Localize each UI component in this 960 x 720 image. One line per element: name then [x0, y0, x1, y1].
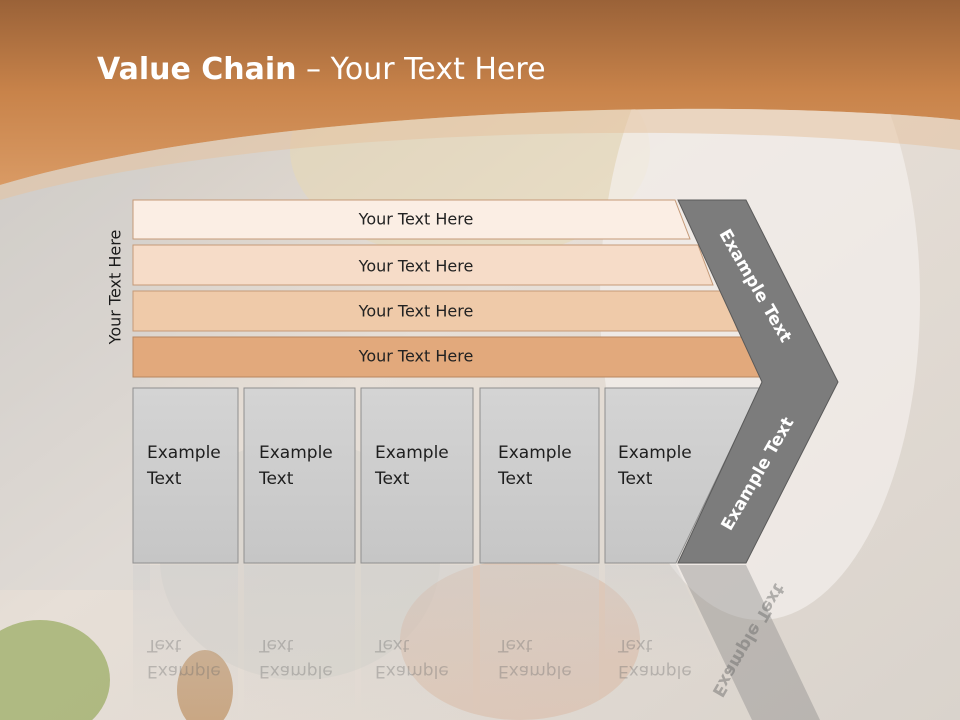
box-label-3-line1: Example — [375, 443, 449, 463]
page-title: Value Chain – Your Text Here — [97, 52, 546, 87]
box-1 — [132, 387, 239, 564]
box-3 — [360, 387, 474, 564]
box-4-reflection — [480, 565, 599, 720]
box-label-1-line1: Example — [147, 443, 221, 463]
bar-label-3: Your Text Here — [358, 301, 474, 321]
box-1-reflection — [133, 565, 238, 720]
box-5-reflection — [605, 565, 720, 660]
box-label-5-line2: Text — [618, 469, 653, 489]
bar-label-1: Your Text Here — [358, 209, 474, 229]
bar-label-2: Your Text Here — [358, 256, 474, 276]
bar-1 — [132, 199, 691, 240]
box-label-1-line2: Text — [147, 469, 182, 489]
box-label-4-line2: Text — [498, 469, 533, 489]
side-label: Your Text Here — [105, 229, 125, 345]
title-bold: Value Chain — [97, 52, 297, 87]
chevron-arrow — [677, 199, 839, 564]
box-2 — [243, 387, 356, 564]
box-3-reflection — [361, 565, 473, 720]
box-5 — [604, 387, 761, 564]
bar-label-4: Your Text Here — [358, 346, 474, 366]
wall-blur — [0, 170, 150, 590]
box-label-3-line2: Text — [375, 469, 410, 489]
bar-2 — [132, 244, 714, 286]
herbs-blur — [0, 620, 110, 720]
box-label-5-line1: Example — [618, 443, 692, 463]
box-label-2-line2: Text — [259, 469, 294, 489]
title-rest: – Your Text Here — [296, 52, 546, 87]
header-band — [0, 0, 960, 185]
box-2-reflection — [244, 565, 355, 720]
box-4 — [479, 387, 600, 564]
chevron-reflection — [678, 565, 820, 720]
header-ribbon — [0, 108, 960, 200]
box-label-4-line1: Example — [498, 443, 572, 463]
box-label-2-line1: Example — [259, 443, 333, 463]
